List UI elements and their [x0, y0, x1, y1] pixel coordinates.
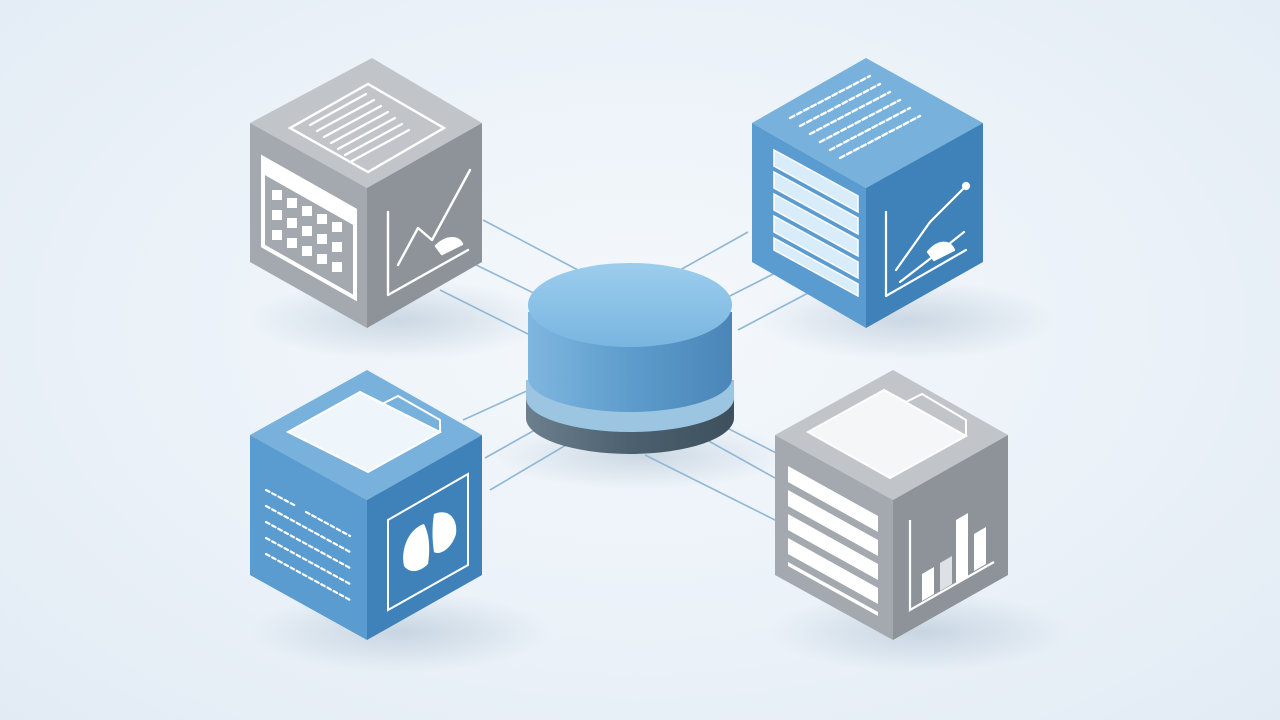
table-grid-icon: [261, 154, 357, 302]
connector-line: [737, 291, 811, 331]
text-lines-icon: [788, 74, 922, 160]
connector-line: [439, 289, 531, 336]
folder-icon: [285, 390, 443, 474]
list-rows-icon: [788, 466, 878, 616]
document-lines-icon: [287, 82, 447, 174]
cube-right-face: [893, 435, 1008, 640]
connector-line: [644, 454, 786, 526]
trend-chart-icon: [884, 181, 971, 298]
bar-chart-icon: [908, 513, 995, 612]
text-document-icon: [264, 488, 352, 602]
hub-top: [528, 263, 732, 347]
cube-top-face: [752, 58, 983, 188]
connector-line: [482, 219, 579, 271]
line-chart-icon: [386, 168, 472, 297]
connector-line: [679, 231, 749, 271]
pie-chart-icon: [387, 472, 469, 612]
central-database-hub: [526, 263, 734, 454]
folder-data-cube: [250, 370, 482, 640]
cube-left-face: [250, 435, 367, 640]
spreadsheet-cube: [250, 58, 482, 328]
cube-right-face: [367, 123, 482, 328]
cube-right-face: [866, 123, 983, 328]
folder-report-cube: [775, 370, 1008, 640]
list-rows-icon: [773, 148, 859, 298]
report-cube: [752, 58, 983, 328]
folder-icon: [805, 388, 969, 480]
